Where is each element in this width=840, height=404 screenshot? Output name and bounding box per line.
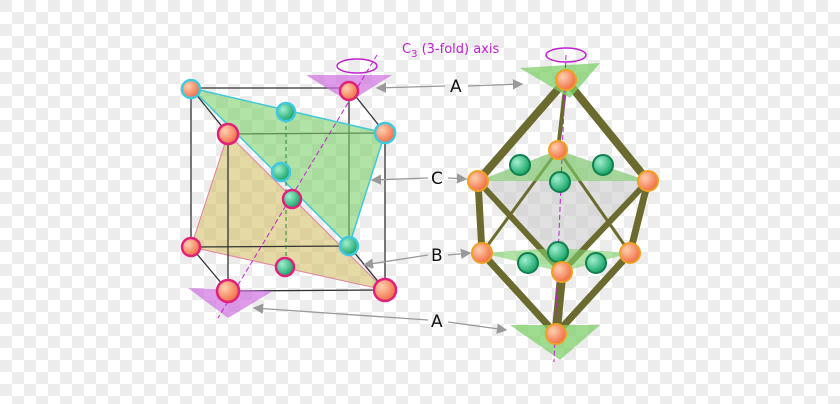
rotation-arrow-icon — [545, 47, 587, 63]
c3-axis-right — [553, 54, 567, 363]
stacking-octahedron — [467, 47, 659, 363]
fcc-cube — [180, 54, 398, 319]
octa-atoms — [467, 69, 659, 345]
c3-axis-label: C3 (3-fold) axis — [402, 42, 499, 60]
rotation-arrow-icon — [336, 58, 378, 74]
label-c: C — [431, 169, 443, 189]
label-a-top: A — [450, 77, 462, 97]
cube-atoms — [180, 78, 398, 304]
label-arrows — [252, 79, 524, 334]
label-b: B — [431, 246, 443, 266]
purple-plane-bottom — [188, 288, 273, 318]
label-a-bottom: A — [431, 312, 443, 332]
